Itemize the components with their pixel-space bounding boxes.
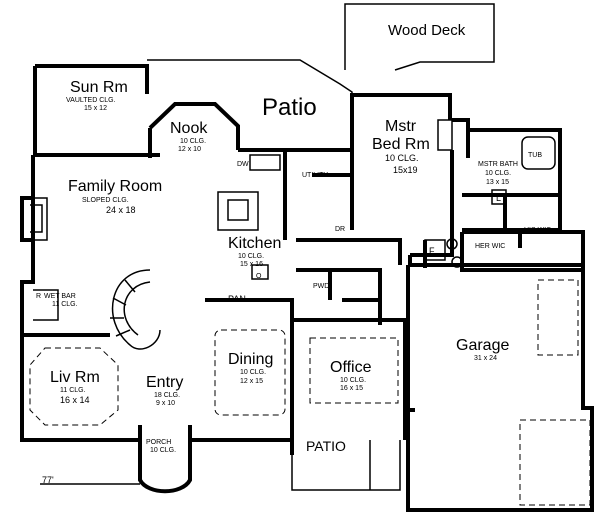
garage-bay-bottom <box>519 419 591 506</box>
oven <box>251 264 269 280</box>
dimension-label: 77' <box>42 475 54 485</box>
wet-bar-ceiling: 11 CLG. <box>52 301 78 308</box>
office-size: 16 x 15 <box>340 385 363 392</box>
porch-ceiling: 10 CLG. <box>150 447 176 454</box>
utility-walls <box>283 150 427 268</box>
office-ceiling <box>309 337 399 404</box>
water-heater <box>446 238 458 250</box>
living-room-size: 16 x 14 <box>60 395 90 405</box>
sun-room-size: 15 x 12 <box>84 105 107 112</box>
stair-tread <box>112 297 127 306</box>
his-wic-label: HIS WIC <box>524 227 551 234</box>
entry-name: Entry <box>146 374 183 391</box>
spiral-stair <box>111 269 161 350</box>
family-room-ceiling: SLOPED CLG. <box>82 197 129 204</box>
dining-ceiling <box>214 329 286 416</box>
sun-room-name: Sun Rm <box>70 79 128 96</box>
master-bed-name-1: Mstr <box>385 118 417 135</box>
master-bath-ceiling: 10 CLG. <box>485 170 511 177</box>
nook-name: Nook <box>170 120 208 137</box>
master-bed-size: 15x19 <box>393 165 418 175</box>
living-room-ceiling: 11 CLG. <box>60 387 86 394</box>
fireplace <box>21 197 48 241</box>
patio-bottom-label: PATIO <box>306 438 346 454</box>
kitchen-name: Kitchen <box>228 235 281 252</box>
office-walls <box>292 318 407 440</box>
wood-deck-outline <box>344 3 495 71</box>
her-wic-label: HER WIC <box>475 243 505 250</box>
stair-tread <box>115 329 131 337</box>
utility-label: UTILITY <box>302 172 328 179</box>
patio-label: Patio <box>262 94 317 121</box>
family-room-name: Family Room <box>68 178 162 195</box>
tub <box>521 136 556 170</box>
oven-label: O <box>256 273 262 280</box>
stair-tread <box>124 279 136 293</box>
linen-box <box>491 189 507 205</box>
dining-size: 12 x 15 <box>240 378 263 385</box>
sun-room-ceiling: VAULTED CLG. <box>66 97 116 104</box>
porch-name: PORCH <box>146 439 171 446</box>
master-bath-name: MSTR BATH <box>478 161 518 168</box>
master-bath-size: 13 x 15 <box>486 179 509 186</box>
office-name: Office <box>330 359 372 376</box>
nook-size: 12 x 10 <box>178 146 201 153</box>
fridge-box <box>424 239 446 261</box>
dining-ceiling: 10 CLG. <box>240 369 266 376</box>
wet-bar-name: WET BAR <box>44 293 76 300</box>
dining-walls <box>205 298 294 440</box>
powder-label: PWD <box>313 283 329 290</box>
wood-deck-label: Wood Deck <box>388 22 466 39</box>
pantry-label: PAN <box>228 294 246 304</box>
living-room-name: Liv Rm <box>50 369 100 386</box>
fridge-label: F <box>429 246 435 256</box>
family-room-size: 24 x 18 <box>106 205 136 215</box>
patio-bottom-outline <box>291 440 401 491</box>
office-ceiling: 10 CLG. <box>340 377 366 384</box>
dining-name: Dining <box>228 351 273 368</box>
kitchen-island <box>217 191 259 231</box>
pantry-r-label: R <box>36 293 41 300</box>
garage-walls <box>406 263 594 512</box>
powder-walls <box>296 268 382 325</box>
master-bed-name-2: Bed Rm <box>372 136 430 153</box>
dr-label: DR <box>335 226 345 233</box>
wet-bar <box>33 289 59 321</box>
nook-ceiling: 10 CLG. <box>180 138 206 145</box>
counter <box>249 154 281 171</box>
entry-size: 9 x 10 <box>156 400 175 407</box>
water-heater <box>451 256 463 268</box>
tub-label: TUB <box>528 152 542 159</box>
porch-walls <box>138 425 192 494</box>
dw-label: DW <box>237 161 249 168</box>
garage-name: Garage <box>456 337 509 354</box>
garage-size: 31 x 24 <box>474 355 497 362</box>
fireplace-hearth <box>30 204 43 233</box>
master-closet <box>437 119 453 151</box>
master-bath-walls <box>462 128 562 232</box>
living-room-ceiling <box>29 347 119 426</box>
entry-ceiling: 18 CLG. <box>154 392 180 399</box>
cooktop <box>227 199 249 221</box>
master-bed-ceiling: 10 CLG. <box>385 153 419 163</box>
garage-bay-top <box>537 279 579 356</box>
kitchen-size: 15 x 16 <box>240 261 263 268</box>
kitchen-ceiling: 10 CLG. <box>238 253 264 260</box>
kitchen-walls <box>238 93 452 230</box>
linen-label: L <box>496 193 501 203</box>
